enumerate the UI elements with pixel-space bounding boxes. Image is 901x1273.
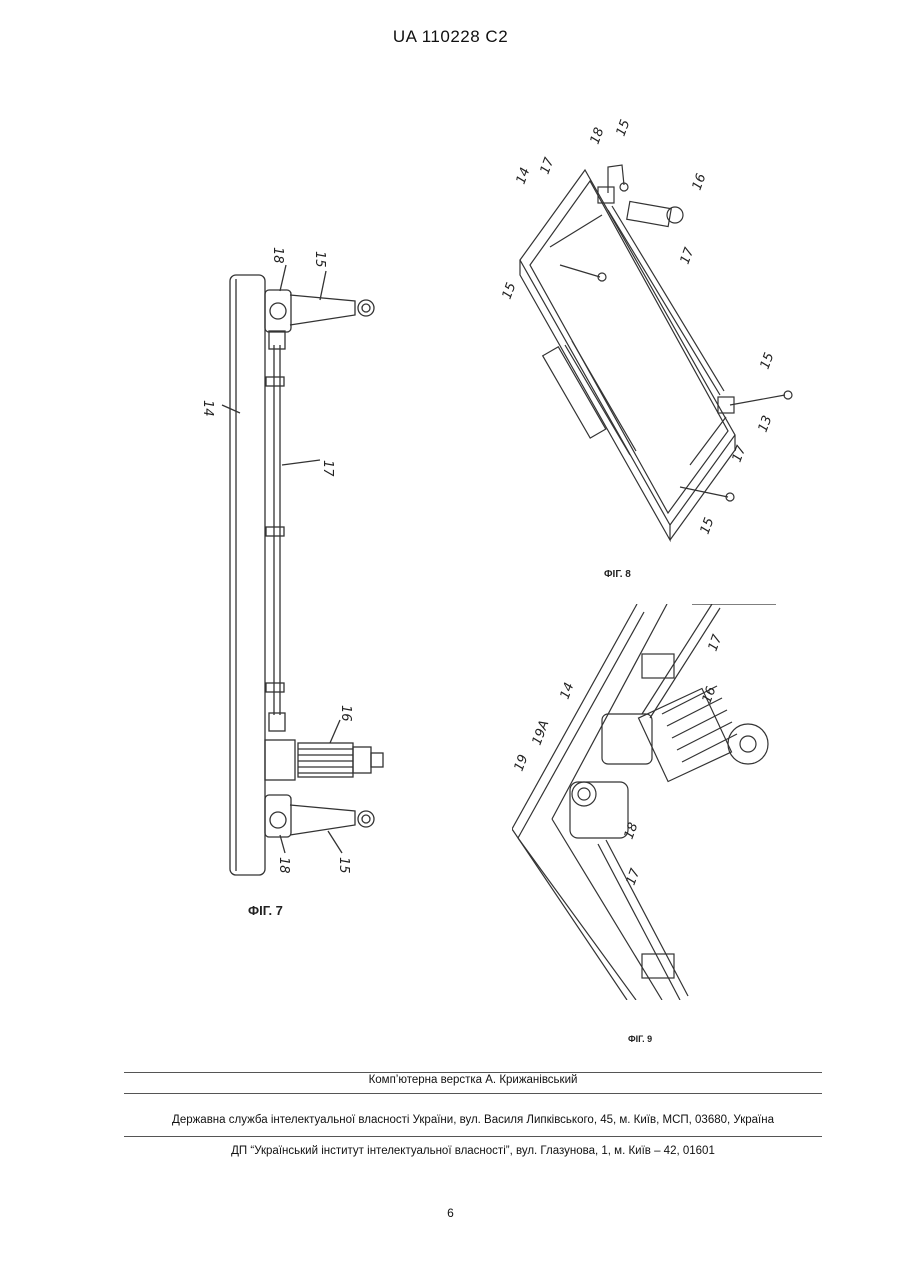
document-number: UA 110228 C2: [0, 27, 901, 47]
figure-8-drawing: 14 17 18 15 16 15 17 15 13 17 15: [490, 115, 820, 545]
fig8-label-17-bottom: 17: [730, 443, 750, 464]
footer-rule-bottom: [124, 1136, 822, 1137]
figure-7-caption: ФІГ. 7: [248, 903, 283, 918]
fig9-label-18: 18: [622, 821, 642, 842]
institute-address: ДП “Український інститут інтелектуальної…: [124, 1145, 822, 1157]
layout-credit: Комп’ютерна верстка А. Крижанівський: [124, 1074, 822, 1086]
fig8-label-15-right: 15: [758, 351, 778, 372]
fig8-label-18: 18: [588, 126, 608, 147]
fig9-label-17-top: 17: [706, 632, 726, 653]
fig8-label-16: 16: [690, 172, 710, 193]
agency-address: Державна служба інтелектуальної власност…: [124, 1114, 822, 1126]
figure-9: 17 14 16 19A 19 18 17: [512, 604, 776, 1000]
fig8-label-15-top: 15: [614, 118, 634, 139]
fig7-label-18-bottom: 18: [276, 857, 291, 874]
fig8-label-17-middle: 17: [678, 245, 698, 266]
figure-8-caption: ФІГ. 8: [604, 569, 631, 580]
fig7-label-16: 16: [338, 705, 353, 722]
fig9-label-14: 14: [558, 681, 578, 702]
fig9-label-16: 16: [700, 685, 720, 706]
fig7-label-14: 14: [200, 400, 215, 417]
fig7-label-15-top: 15: [312, 251, 327, 268]
fig7-label-15-bottom: 15: [336, 857, 351, 874]
footer-rule-middle: [124, 1093, 822, 1094]
fig9-label-19a: 19A: [530, 718, 553, 747]
fig7-label-18-top: 18: [270, 247, 285, 264]
fig9-label-19: 19: [512, 753, 531, 774]
page-number: 6: [0, 1206, 901, 1220]
figure-7: 14 17 18 15 16 18 15: [170, 235, 430, 885]
figure-9-caption: ФІГ. 9: [628, 1034, 652, 1044]
figure-7-drawing: 14 17 18 15 16 18 15: [170, 235, 430, 885]
fig8-label-15-left: 15: [500, 281, 520, 302]
figure-8: 14 17 18 15 16 15 17 15 13 17 15: [490, 115, 820, 545]
fig8-label-15-bottom: 15: [698, 516, 718, 537]
fig7-label-17: 17: [320, 460, 335, 477]
fig8-label-14: 14: [514, 166, 534, 187]
footer-rule-top: [124, 1072, 822, 1073]
fig8-label-13: 13: [756, 414, 776, 435]
fig9-label-17-bottom: 17: [624, 866, 644, 887]
figure-9-drawing: 17 14 16 19A 19 18 17: [512, 604, 776, 1000]
fig8-label-17-top: 17: [538, 155, 558, 176]
